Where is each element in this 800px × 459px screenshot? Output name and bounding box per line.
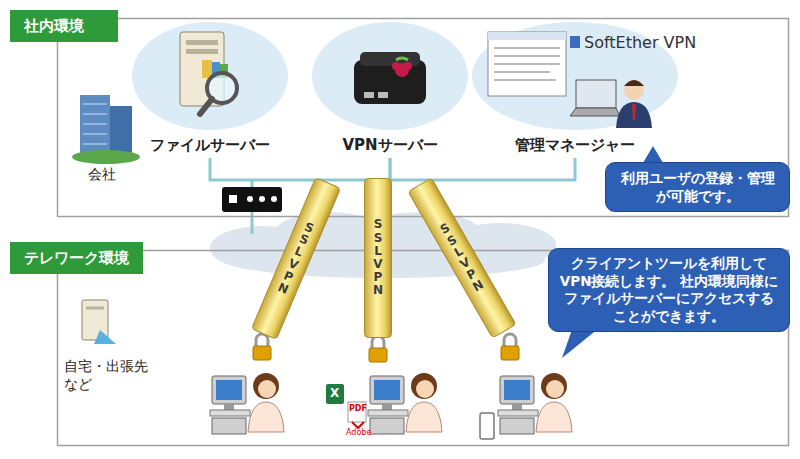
network-line xyxy=(390,158,575,180)
vpn-tunnel: SSL VPN xyxy=(251,177,341,340)
router-uplink xyxy=(251,212,254,234)
excel-mark: X xyxy=(330,386,339,401)
vpn-tunnel: SSL VPN xyxy=(364,178,392,338)
tunnel-label: SSL VPN xyxy=(372,218,384,297)
region-panel: テレワーク環境 クライアントツールを利用して VPN接続します。 社内環境同様にフ… xyxy=(10,242,790,447)
lock-icon xyxy=(253,334,519,362)
node-label: 管理マネージャー xyxy=(515,136,635,155)
server-ellipse: ファイルサーバー xyxy=(130,20,290,158)
vpn-tunnel: SSL VPN xyxy=(407,177,516,338)
node-label: ファイルサーバー xyxy=(150,136,270,155)
callout-box: クライアントツールを利用して VPN接続します。 社内環境同様にファイルサーバー… xyxy=(548,248,790,332)
callout-text: 利用ユーザの登録・管理が可能です。 xyxy=(616,169,779,205)
site-label: 自宅・出張先 など xyxy=(64,358,160,393)
pdf-mark: PDF xyxy=(349,404,367,414)
home-server-icon xyxy=(82,300,116,344)
region-title: 社内環境 xyxy=(10,10,98,42)
telework-user xyxy=(210,373,572,434)
callout-box: 利用ユーザの登録・管理が可能です。 xyxy=(605,162,790,212)
building-icon xyxy=(72,95,140,164)
product-name: SoftEther VPN xyxy=(584,33,696,53)
callout-text: クライアントツールを利用して VPN接続します。 社内環境同様にファイルサーバー… xyxy=(559,255,779,325)
adobe-mark: Adobe xyxy=(346,428,371,438)
region-title: テレワーク環境 xyxy=(10,242,143,274)
server-ellipse: VPNサーバー xyxy=(310,20,470,158)
network-line xyxy=(210,158,390,180)
router xyxy=(222,187,282,212)
site-label: 会社 xyxy=(88,166,116,184)
node-label: VPNサーバー xyxy=(342,136,437,155)
file-icons xyxy=(326,384,366,428)
smartphone-icon xyxy=(480,413,494,439)
